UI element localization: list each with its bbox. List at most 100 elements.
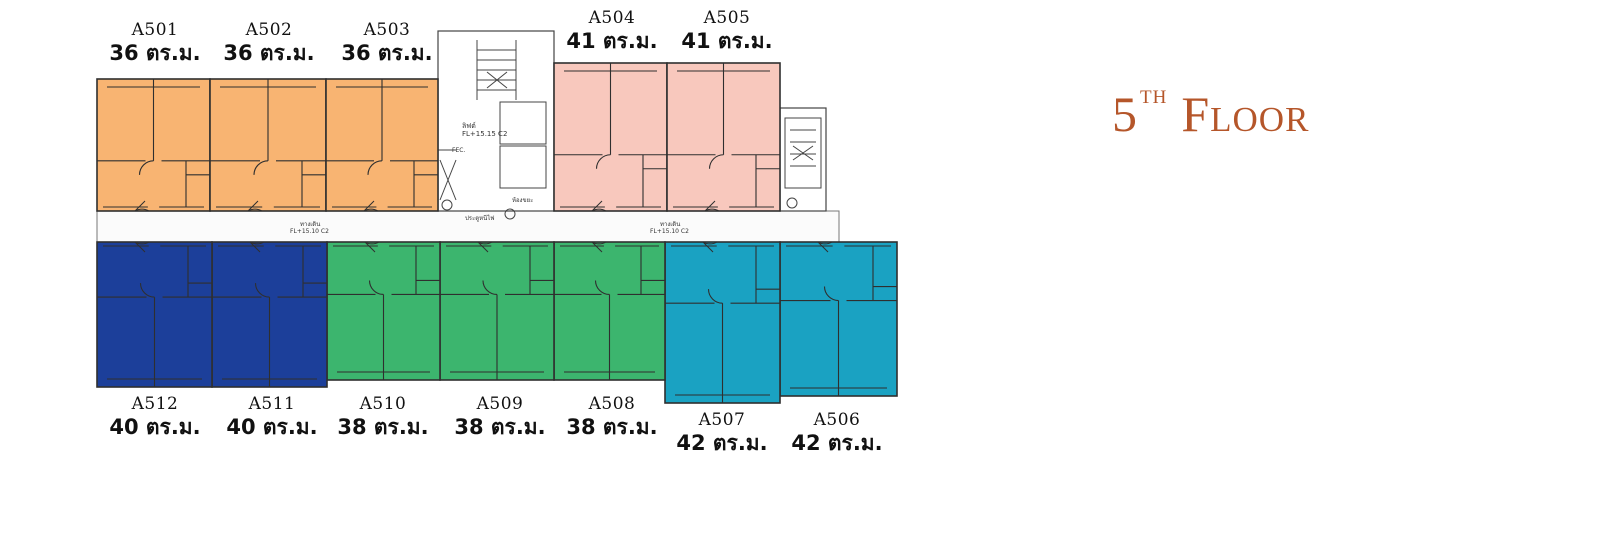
door-icon — [134, 241, 150, 253]
unit-code: A501 — [131, 20, 179, 40]
interior-wall — [253, 160, 269, 175]
unit-code: A502 — [245, 20, 293, 40]
unit-code: A504 — [588, 8, 636, 28]
unit-code: A511 — [248, 394, 296, 414]
unit-a501[interactable] — [96, 78, 211, 212]
unit-a512[interactable] — [96, 241, 213, 388]
door-icon — [817, 241, 833, 253]
interior-wall — [254, 283, 270, 298]
unit-code: A503 — [363, 20, 411, 40]
unit-size: 40 ตร.ม. — [109, 415, 201, 439]
door-icon — [591, 241, 607, 253]
interior-wall — [301, 160, 326, 207]
unit-code: A505 — [703, 8, 751, 28]
unit-size: 38 ตร.ม. — [337, 415, 429, 439]
interior-wall — [708, 154, 724, 169]
interior-wall — [595, 154, 611, 169]
door-icon — [134, 200, 150, 212]
fire-ext-note: FEC. — [452, 147, 465, 154]
unit-size: 42 ตร.ม. — [791, 431, 883, 455]
unit-a505[interactable] — [666, 62, 781, 212]
door-icon — [702, 241, 718, 253]
corridor — [96, 210, 840, 243]
interior-wall — [139, 283, 155, 298]
interior-wall — [187, 246, 212, 298]
unit-code: A510 — [359, 394, 407, 414]
interior-wall — [413, 160, 438, 207]
interior-wall — [665, 302, 780, 403]
unit-a503[interactable] — [325, 78, 439, 212]
interior-wall — [529, 246, 554, 295]
stair-core — [437, 30, 555, 212]
unit-a502[interactable] — [209, 78, 327, 212]
unit-a507[interactable] — [664, 241, 781, 404]
unit-code: A512 — [131, 394, 179, 414]
interior-wall — [755, 246, 780, 304]
door-icon — [247, 200, 263, 212]
unit-a506[interactable] — [779, 241, 898, 397]
unit-size: 36 ตร.ม. — [341, 41, 433, 65]
interior-wall — [210, 79, 326, 162]
stair-detail — [438, 40, 822, 220]
unit-size: 41 ตร.ม. — [681, 29, 773, 53]
door-icon — [363, 200, 379, 212]
floor-word: Floor — [1181, 86, 1310, 142]
interior-wall — [823, 286, 839, 302]
interior-wall — [368, 280, 384, 295]
door-icon — [704, 200, 720, 212]
unit-size: 36 ตร.ม. — [109, 41, 201, 65]
door-icon — [591, 200, 607, 212]
unit-size: 41 ตร.ม. — [566, 29, 658, 53]
interior-wall — [755, 154, 780, 207]
unit-size: 38 ตร.ม. — [454, 415, 546, 439]
interior-wall — [707, 289, 723, 304]
interior-wall — [212, 296, 327, 387]
door-icon — [249, 241, 265, 253]
elevator-note: ลิฟต์FL+15.15 C2 — [462, 122, 507, 138]
interior-wall — [594, 280, 610, 295]
door-icon — [477, 241, 493, 253]
interior-wall — [97, 296, 212, 387]
unit-a509[interactable] — [439, 241, 555, 381]
floor-number: 5 — [1112, 86, 1137, 142]
floor-number-suffix: TH — [1140, 87, 1168, 108]
interior-wall — [302, 246, 327, 298]
interior-wall — [872, 246, 897, 301]
unit-a511[interactable] — [211, 241, 328, 388]
interior-wall — [780, 299, 897, 396]
interior-wall — [367, 160, 383, 175]
unit-code: A506 — [813, 410, 861, 430]
unit-a510[interactable] — [326, 241, 441, 381]
interior-wall — [640, 246, 665, 295]
stair-right — [779, 107, 827, 212]
interior-wall — [185, 160, 210, 207]
garbage-note: ห้องขยะ — [512, 197, 533, 204]
fire-exit-note: ประตูหนีไฟ — [465, 214, 494, 222]
interior-wall — [482, 280, 498, 295]
unit-size: 36 ตร.ม. — [223, 41, 315, 65]
unit-code: A508 — [588, 394, 636, 414]
door-icon — [364, 241, 380, 253]
unit-code: A509 — [476, 394, 524, 414]
unit-a508[interactable] — [553, 241, 666, 381]
unit-a504[interactable] — [553, 62, 668, 212]
unit-code: A507 — [698, 410, 746, 430]
unit-size: 42 ตร.ม. — [676, 431, 768, 455]
interior-wall — [415, 246, 440, 295]
